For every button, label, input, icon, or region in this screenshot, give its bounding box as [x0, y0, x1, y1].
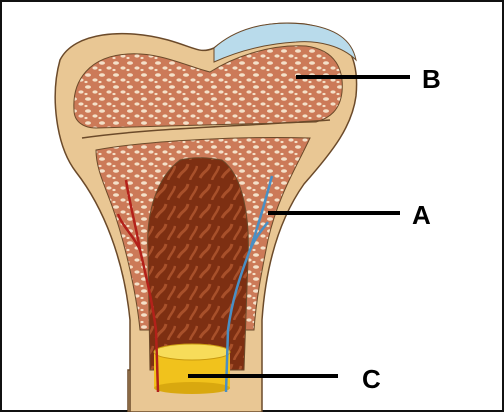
- label-b-leader: [296, 75, 410, 79]
- label-c-leader: [188, 374, 338, 378]
- yellow-marrow: [154, 344, 230, 394]
- medullary-cavity: [148, 158, 249, 370]
- label-a-leader: [268, 211, 400, 215]
- label-c: C: [362, 366, 381, 392]
- label-a: A: [412, 202, 431, 228]
- label-b: B: [422, 66, 441, 92]
